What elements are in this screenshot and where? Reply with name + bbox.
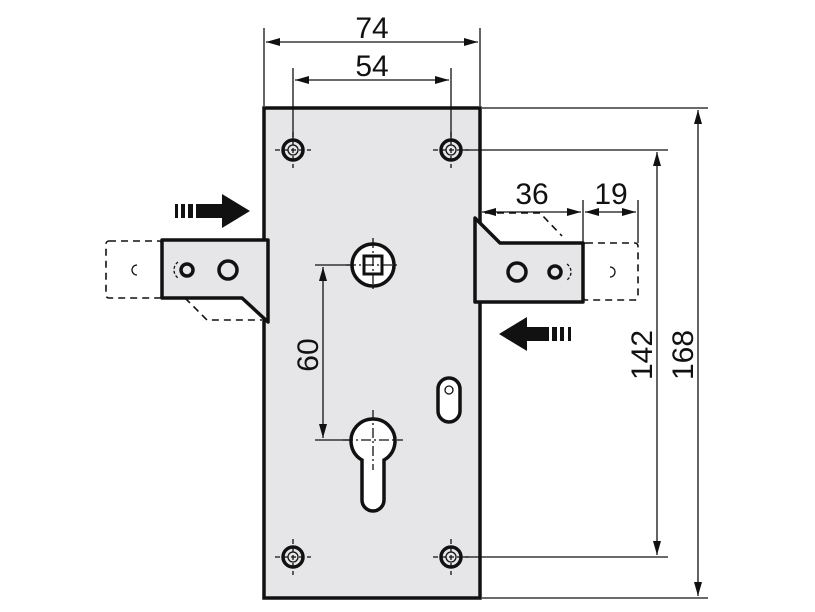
latch-slot (436, 376, 462, 424)
svg-text:168: 168 (667, 330, 700, 380)
cylinder-cutout (343, 410, 403, 513)
dim-168: 168 (482, 107, 708, 599)
dim-19: 19 (585, 178, 639, 243)
dim-36: 36 (482, 178, 584, 243)
dim-74: 74 (263, 12, 481, 106)
right-bolt (473, 212, 639, 304)
svg-text:54: 54 (355, 50, 388, 83)
mounting-holes (275, 132, 469, 575)
spindle-hub (346, 238, 400, 292)
svg-text:19: 19 (594, 178, 627, 211)
arrow-right-icon (175, 194, 250, 228)
lock-plate (262, 106, 482, 600)
svg-text:36: 36 (515, 178, 548, 211)
left-bolt (105, 238, 270, 324)
arrow-left-icon (499, 317, 571, 351)
svg-text:74: 74 (355, 12, 388, 45)
svg-text:142: 142 (626, 330, 659, 380)
svg-text:60: 60 (292, 338, 325, 371)
dim-60: 60 (292, 264, 350, 441)
dim-142: 142 (462, 149, 668, 558)
dim-54: 54 (292, 50, 452, 140)
